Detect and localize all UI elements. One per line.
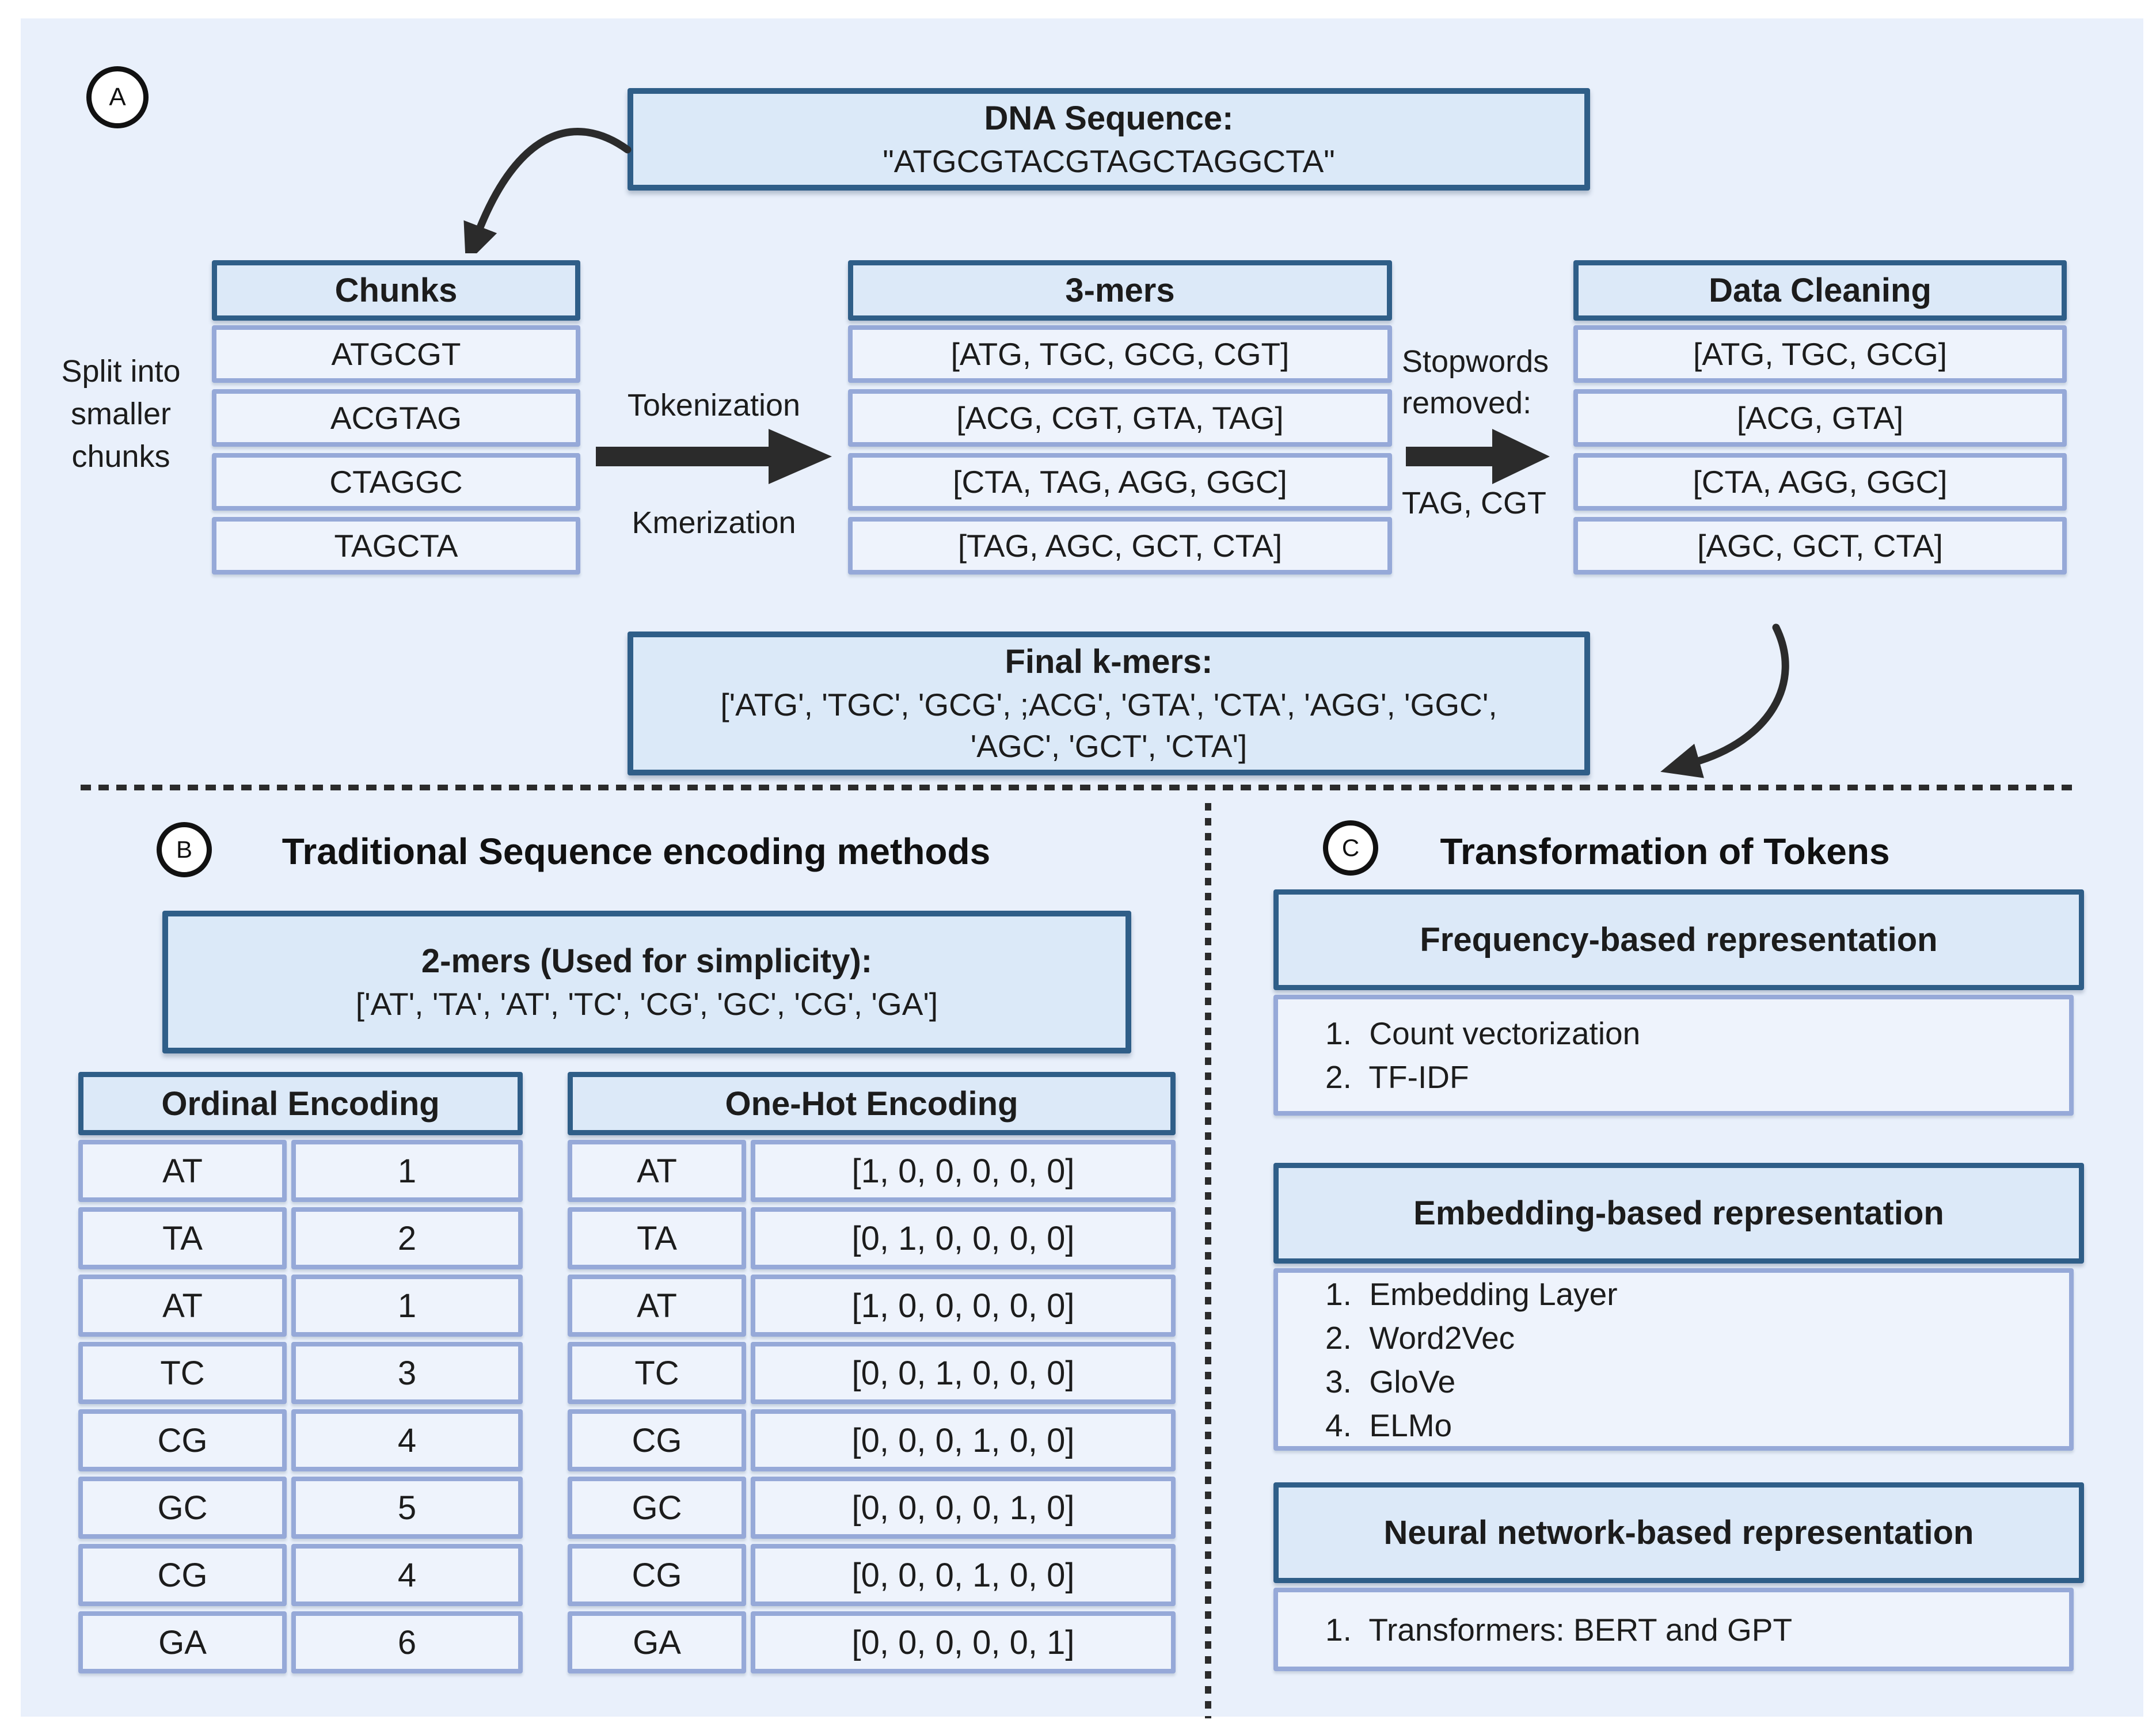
embedding-representation-body: 1. Embedding Layer 2. Word2Vec 3. GloVe … bbox=[1273, 1268, 2074, 1451]
panel-b-badge-label: B bbox=[176, 836, 192, 863]
panel-c-title: Transformation of Tokens bbox=[1440, 831, 1890, 872]
one-hot-kmer-cell: GC bbox=[568, 1477, 746, 1539]
three-mers-row: [ATG, TGC, GCG, CGT] bbox=[848, 325, 1392, 383]
one-hot-kmer-cell: AT bbox=[568, 1140, 746, 1202]
ordinal-value-cell: 4 bbox=[291, 1544, 523, 1606]
neural-representation-header: Neural network-based representation bbox=[1273, 1482, 2084, 1583]
data-cleaning-row: [ACG, GTA] bbox=[1573, 389, 2067, 447]
one-hot-kmer-cell: AT bbox=[568, 1275, 746, 1337]
three-mers-row: [TAG, AGC, GCT, CTA] bbox=[848, 517, 1392, 575]
ordinal-kmer-cell: AT bbox=[78, 1275, 287, 1337]
one-hot-kmer-cell: CG bbox=[568, 1544, 746, 1606]
panel-b-title: Traditional Sequence encoding methods bbox=[282, 831, 991, 872]
ordinal-value-cell: 1 bbox=[291, 1275, 523, 1337]
ordinal-value-cell: 1 bbox=[291, 1140, 523, 1202]
panel-a-badge: A bbox=[86, 66, 149, 128]
vertical-dotted-divider bbox=[1205, 803, 1211, 1718]
one-hot-kmer-cell: TC bbox=[568, 1342, 746, 1404]
one-hot-kmer-cell: TA bbox=[568, 1207, 746, 1269]
ordinal-kmer-cell: GA bbox=[78, 1611, 287, 1673]
ordinal-encoding-header: Ordinal Encoding bbox=[78, 1072, 523, 1135]
tokenization-flow-arrow-icon bbox=[596, 429, 832, 484]
list-item: 1. Count vectorization bbox=[1325, 1015, 1641, 1051]
ordinal-kmer-cell: TC bbox=[78, 1342, 287, 1404]
ordinal-kmer-cell: AT bbox=[78, 1140, 287, 1202]
panel-c-badge-label: C bbox=[1341, 834, 1360, 861]
data-cleaning-row: [AGC, GCT, CTA] bbox=[1573, 517, 2067, 575]
dna-sequence-value: "ATGCGTACGTAGCTAGGCTA" bbox=[883, 143, 1335, 179]
one-hot-vector-cell: [0, 1, 0, 0, 0, 0] bbox=[751, 1207, 1176, 1269]
data-cleaning-row: [ATG, TGC, GCG] bbox=[1573, 325, 2067, 383]
list-item: 1. Embedding Layer bbox=[1325, 1276, 1618, 1312]
panel-b-badge: B bbox=[157, 822, 212, 877]
kmerization-label: Kmerization bbox=[632, 505, 796, 540]
one-hot-encoding-header: One-Hot Encoding bbox=[568, 1072, 1176, 1135]
chunks-row: ACGTAG bbox=[212, 389, 580, 447]
list-item: 2. TF-IDF bbox=[1325, 1059, 1469, 1095]
ordinal-value-cell: 5 bbox=[291, 1477, 523, 1539]
ordinal-value-cell: 6 bbox=[291, 1611, 523, 1673]
one-hot-vector-cell: [0, 0, 0, 0, 0, 1] bbox=[751, 1611, 1176, 1673]
dna-sequence-box: DNA Sequence: "ATGCGTACGTAGCTAGGCTA" bbox=[628, 88, 1590, 191]
embedding-representation-header: Embedding-based representation bbox=[1273, 1163, 2084, 1264]
curved-arrow-cleaning-to-final-icon bbox=[1660, 623, 1789, 778]
list-item: 1. Transformers: BERT and GPT bbox=[1325, 1611, 1793, 1648]
list-item: 3. GloVe bbox=[1325, 1363, 1456, 1399]
three-mers-row: [ACG, CGT, GTA, TAG] bbox=[848, 389, 1392, 447]
ordinal-value-cell: 4 bbox=[291, 1409, 523, 1471]
panel-a-badge-label: A bbox=[109, 83, 126, 111]
frequency-representation-body: 1. Count vectorization 2. TF-IDF bbox=[1273, 995, 2074, 1116]
neural-representation-body: 1. Transformers: BERT and GPT bbox=[1273, 1588, 2074, 1671]
split-into-chunks-label: Split into smaller chunks bbox=[61, 354, 181, 474]
curved-arrow-dna-to-chunks-icon bbox=[463, 128, 632, 253]
panel-c-badge: C bbox=[1323, 820, 1378, 876]
two-mers-title: 2-mers (Used for simplicity): bbox=[421, 942, 873, 980]
horizontal-dashed-divider bbox=[81, 785, 2078, 790]
ordinal-kmer-cell: CG bbox=[78, 1544, 287, 1606]
ordinal-kmer-cell: CG bbox=[78, 1409, 287, 1471]
final-kmers-line1: ['ATG', 'TGC', 'GCG', ;ACG', 'GTA', 'CTA… bbox=[720, 687, 1497, 722]
chunks-row: CTAGGC bbox=[212, 453, 580, 511]
one-hot-vector-cell: [1, 0, 0, 0, 0, 0] bbox=[751, 1140, 1176, 1202]
two-mers-box: 2-mers (Used for simplicity): ['AT', 'TA… bbox=[162, 911, 1131, 1053]
three-mers-row: [CTA, TAG, AGG, GGC] bbox=[848, 453, 1392, 511]
one-hot-vector-cell: [0, 0, 1, 0, 0, 0] bbox=[751, 1342, 1176, 1404]
ordinal-kmer-cell: TA bbox=[78, 1207, 287, 1269]
chunks-row: TAGCTA bbox=[212, 517, 580, 575]
ordinal-value-cell: 3 bbox=[291, 1342, 523, 1404]
one-hot-vector-cell: [0, 0, 0, 0, 1, 0] bbox=[751, 1477, 1176, 1539]
ordinal-kmer-cell: GC bbox=[78, 1477, 287, 1539]
stopwords-removed-label: Stopwords removed: bbox=[1402, 344, 1549, 420]
chunks-table-header: Chunks bbox=[212, 260, 580, 321]
three-mers-table-header: 3-mers bbox=[848, 260, 1392, 321]
final-kmers-title: Final k-mers: bbox=[1005, 643, 1213, 680]
list-item: 4. ELMo bbox=[1325, 1407, 1452, 1443]
list-item: 2. Word2Vec bbox=[1325, 1319, 1515, 1356]
one-hot-vector-cell: [0, 0, 0, 1, 0, 0] bbox=[751, 1544, 1176, 1606]
one-hot-kmer-cell: CG bbox=[568, 1409, 746, 1471]
two-mers-list: ['AT', 'TA', 'AT', 'TC', 'CG', 'GC', 'CG… bbox=[355, 986, 938, 1022]
stopwords-flow-arrow-icon bbox=[1406, 429, 1550, 484]
final-kmers-box: Final k-mers: ['ATG', 'TGC', 'GCG', ;ACG… bbox=[628, 632, 1590, 775]
tokenization-label: Tokenization bbox=[627, 388, 801, 423]
data-cleaning-table-header: Data Cleaning bbox=[1573, 260, 2067, 321]
chunks-row: ATGCGT bbox=[212, 325, 580, 383]
ordinal-value-cell: 2 bbox=[291, 1207, 523, 1269]
dna-sequence-title: DNA Sequence: bbox=[984, 100, 1234, 137]
one-hot-kmer-cell: GA bbox=[568, 1611, 746, 1673]
one-hot-vector-cell: [0, 0, 0, 1, 0, 0] bbox=[751, 1409, 1176, 1471]
final-kmers-line2: 'AGC', 'GCT', 'CTA'] bbox=[970, 728, 1248, 764]
data-cleaning-row: [CTA, AGG, GGC] bbox=[1573, 453, 2067, 511]
frequency-representation-header: Frequency-based representation bbox=[1273, 889, 2084, 990]
one-hot-vector-cell: [1, 0, 0, 0, 0, 0] bbox=[751, 1275, 1176, 1337]
stopwords-values-label: TAG, CGT bbox=[1402, 486, 1546, 520]
